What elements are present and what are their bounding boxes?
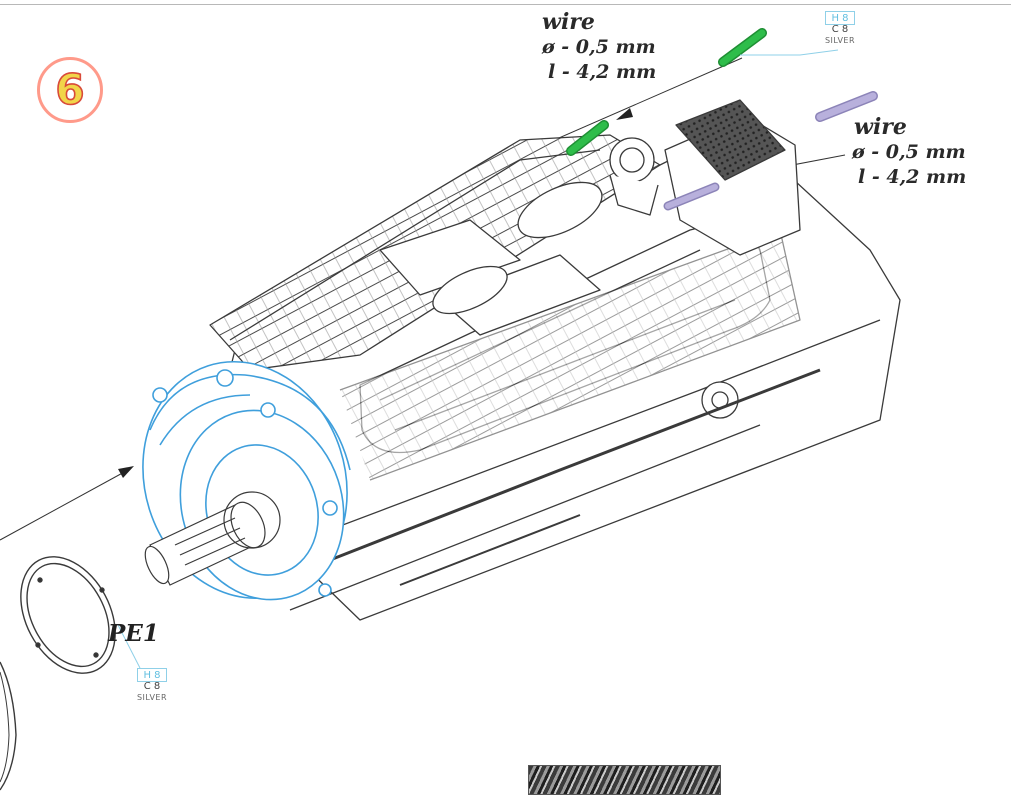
wire-diameter: ø - 0,5 mm (542, 36, 656, 58)
paint-ref-box (137, 668, 167, 682)
paint-ref-top: H 8 C 8 SILVER (816, 11, 864, 46)
top-border-line (0, 4, 1011, 5)
callout-green-wire: wire ø - 0,5 mm l - 4,2 mm (542, 10, 656, 85)
wire-length: l - 4,2 mm (858, 166, 967, 188)
engine-block (204, 99, 901, 621)
paint-ref-box (825, 11, 855, 25)
callout-purple-wire: wire ø - 0,5 mm l - 4,2 mm (852, 115, 966, 190)
wire-name: wire (854, 114, 907, 140)
paint-color-name: SILVER (136, 693, 168, 702)
paint-code-c: C 8 (831, 24, 849, 35)
paint-leader-bottom (117, 624, 141, 669)
paint-ref-bottom: H 8 C 8 SILVER (128, 668, 176, 703)
paint-code-h: H 8 (831, 13, 849, 24)
wire-diameter: ø - 0,5 mm (852, 141, 966, 163)
spinner-edge (0, 661, 17, 791)
paint-code-c: C 8 (143, 681, 161, 692)
green-wire (566, 28, 767, 156)
part-label-pe1: PE1 (108, 620, 159, 647)
wire-length: l - 4,2 mm (548, 61, 657, 83)
step-number: 6 (55, 65, 86, 114)
step-number-badge: 6 (37, 57, 103, 123)
pe1-ring-gasket (20, 556, 116, 674)
paint-code-h: H 8 (143, 670, 161, 681)
reference-photo (528, 765, 721, 795)
purple-wire (663, 91, 878, 211)
wire-name: wire (542, 9, 595, 35)
propeller-shaft (144, 491, 281, 586)
paint-color-name: SILVER (824, 36, 856, 45)
paint-leader-top (740, 49, 839, 56)
spinner-edge-inner (0, 671, 10, 783)
